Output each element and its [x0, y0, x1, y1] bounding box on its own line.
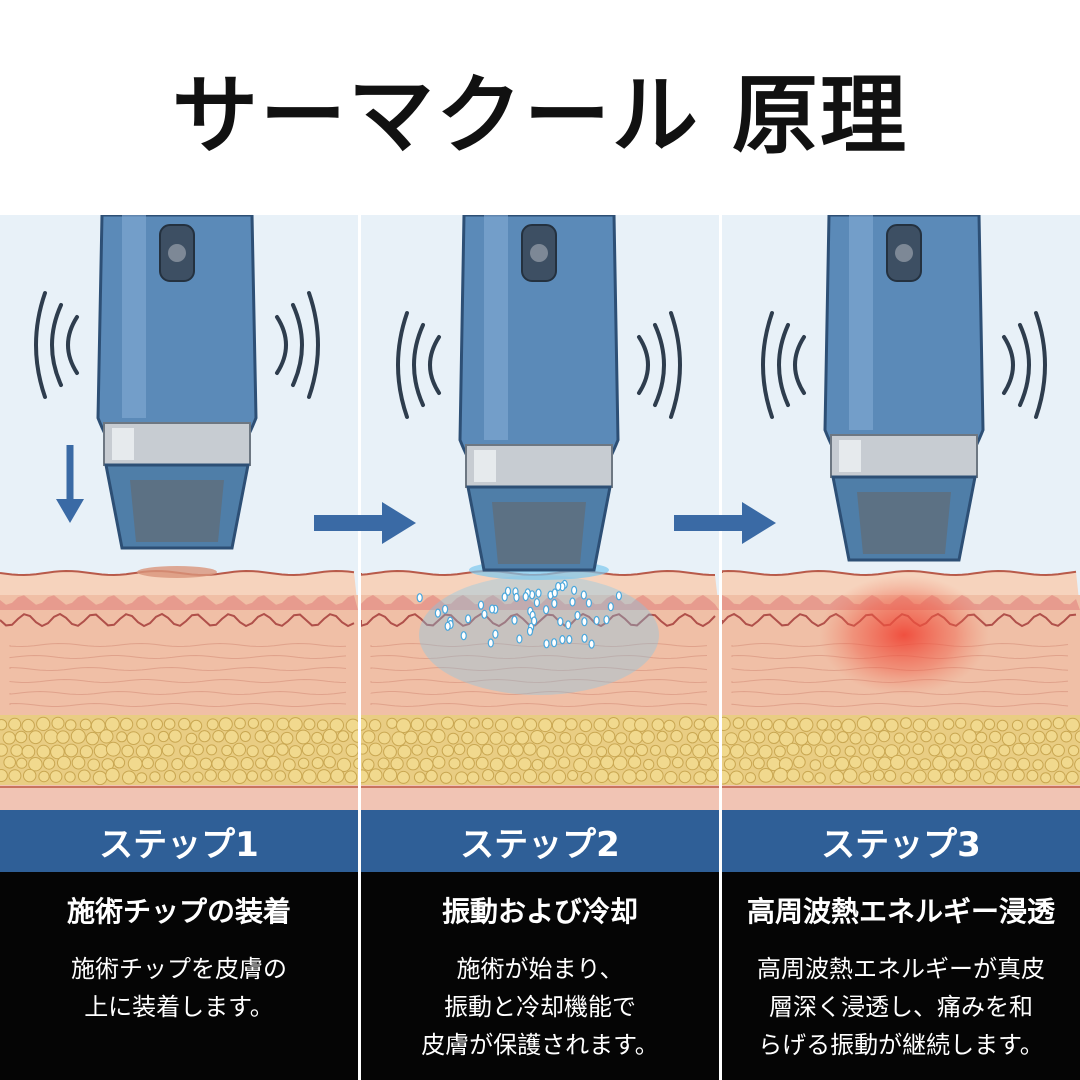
handpiece-icon [458, 215, 620, 572]
arrow-right-icon [314, 502, 416, 544]
contact-mark [137, 566, 217, 578]
step-label: ステップ1 [0, 810, 358, 872]
step-1-illustration [0, 215, 358, 810]
step-2-illustration [361, 215, 719, 810]
step-title: 施術チップの装着 [66, 895, 291, 928]
step-description: 施術チップの装着 施術チップを皮膚の 上に装着します。 [0, 872, 358, 1080]
vibration-waves-icon [761, 311, 1047, 419]
step-body: 施術チップを皮膚の 上に装着します。 [71, 955, 287, 1021]
page-title: サーマクール 原理 [172, 66, 908, 166]
step-body: 施術が始まり、 振動と冷却機能で 皮膚が保護されます。 [421, 955, 659, 1059]
step-title: 振動および冷却 [441, 895, 638, 928]
vibration-waves-icon [396, 311, 682, 419]
arrow-right-icon [674, 502, 776, 544]
handpiece-icon [96, 215, 258, 550]
handpiece-icon [823, 215, 985, 562]
step-3-illustration [722, 215, 1080, 810]
step-label: ステップ2 [361, 810, 719, 872]
step-description: 振動および冷却 施術が始まり、 振動と冷却機能で 皮膚が保護されます。 [361, 872, 719, 1080]
step-body: 高周波熱エネルギーが真皮 層深く浸透し、痛みを和 らげる振動が継続します。 [757, 955, 1045, 1059]
step-title: 高周波熱エネルギー浸透 [746, 895, 1055, 928]
step-panel-1: ステップ1 施術チップの装着 施術チップを皮膚の 上に装着します。 [0, 215, 358, 1080]
vibration-waves-icon [34, 291, 320, 399]
step-label: ステップ3 [722, 810, 1080, 872]
arrow-down-icon [56, 445, 84, 523]
skin-layers [0, 569, 358, 810]
step-panel-3: ステップ3 高周波熱エネルギー浸透 高周波熱エネルギーが真皮 層深く浸透し、痛み… [722, 215, 1080, 1080]
step-description: 高周波熱エネルギー浸透 高周波熱エネルギーが真皮 層深く浸透し、痛みを和 らげる… [722, 872, 1080, 1080]
steps-container: ステップ1 施術チップの装着 施術チップを皮膚の 上に装着します。 ステップ2 … [0, 215, 1080, 1080]
heat-effect [819, 575, 989, 695]
step-panel-2: ステップ2 振動および冷却 施術が始まり、 振動と冷却機能で 皮膚が保護されます… [361, 215, 719, 1080]
